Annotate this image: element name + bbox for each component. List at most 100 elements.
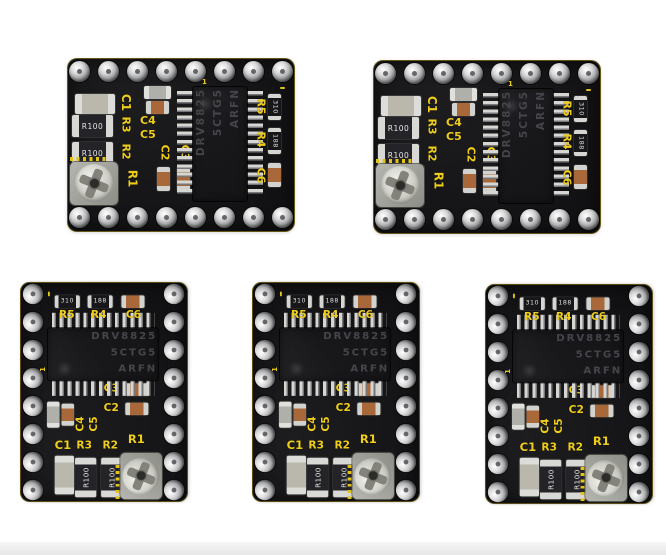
capacitor-silver	[144, 86, 171, 99]
resistor-value-text: R100	[81, 148, 104, 158]
header-pin	[163, 283, 185, 304]
header-pin	[491, 209, 512, 230]
header-pin	[22, 283, 44, 304]
silkscreen-label-r2: R2	[567, 440, 584, 453]
header-pin	[404, 63, 425, 84]
silkscreen-label-c2: C2	[103, 400, 119, 414]
silkscreen-label-r5: R5	[254, 98, 268, 115]
silkscreen-label-c4: C4	[539, 417, 552, 434]
header-pin	[127, 207, 148, 228]
chip-marking-text: 310	[292, 296, 307, 305]
silkscreen-label-c1: C1	[286, 437, 304, 452]
potentiometer-scale-ticks	[580, 465, 585, 501]
ic-leads-left	[283, 379, 387, 396]
silkscreen-tiny-mark: 1	[202, 78, 207, 86]
resistor-r3: R100	[307, 457, 329, 497]
header-pin-row-bottom	[628, 283, 650, 503]
driver-board: C1 R100 R3 R100 R2 R1 C4 C5 C2 C3	[19, 281, 189, 502]
silkscreen-tiny-mark: 1	[508, 80, 513, 88]
header-pin	[520, 209, 541, 230]
header-pin	[185, 207, 206, 228]
chip-resistor-310: 310	[286, 294, 312, 308]
header-pin	[395, 479, 417, 500]
header-pin	[243, 61, 264, 82]
header-pin	[214, 61, 235, 82]
chip-resistor-310: 310	[54, 294, 80, 308]
silkscreen-label-r5: R5	[524, 309, 540, 323]
resistor-value-text: R100	[81, 466, 90, 488]
header-pin	[487, 285, 509, 306]
ic-marking-line2: 5CTG5	[212, 88, 224, 137]
silkscreen-label-r3: R3	[308, 438, 324, 451]
header-pin	[487, 397, 509, 418]
driver-module-bottom-center: C1 R100 R3 R100 R2 R1 C4 C5 C2 C3	[251, 281, 421, 502]
capacitor-c2	[463, 169, 476, 193]
silkscreen-label-r1: R1	[592, 433, 610, 448]
silkscreen-label-r2: R2	[425, 145, 439, 162]
header-pin	[628, 425, 650, 446]
header-pin	[69, 61, 90, 82]
ic-logo-glint	[503, 98, 519, 114]
silkscreen-label-r3: R3	[76, 438, 92, 451]
ic-marking-line1: DRV8825	[91, 329, 158, 342]
potentiometer-rotor	[354, 457, 392, 494]
silkscreen-label-c2: C2	[464, 146, 478, 163]
silkscreen-label-r1: R1	[431, 171, 446, 190]
capacitor-silver	[450, 88, 477, 101]
driver-board: C1 R100 R3 R100 R2 R1 C4 C5 C2 C3	[251, 281, 421, 502]
capacitor-silver	[512, 403, 525, 430]
header-pin	[395, 283, 417, 304]
potentiometer-rotor	[587, 459, 625, 496]
ic-leads-right	[247, 91, 263, 197]
silkscreen-label-r3: R3	[425, 118, 439, 135]
header-pin	[433, 63, 454, 84]
silkscreen-tiny-mark: 1	[271, 366, 280, 372]
header-pin-row-top	[487, 283, 509, 503]
silkscreen-label-r1: R1	[127, 431, 145, 446]
capacitor-c4	[452, 103, 475, 116]
header-pin	[163, 311, 185, 332]
header-pin	[254, 395, 276, 416]
silkscreen-label-r1: R1	[125, 169, 140, 188]
header-pin-row-bottom	[373, 209, 601, 230]
header-pin	[628, 341, 650, 362]
background-floor-band	[0, 542, 666, 555]
chip-marking-text: 310	[60, 296, 75, 305]
header-pin	[628, 313, 650, 334]
capacitor-c1	[75, 94, 115, 114]
rotor-center-hole	[368, 471, 378, 480]
silkscreen-tiny-mark: 1	[504, 368, 513, 374]
silkscreen-label-c5: C5	[319, 415, 333, 432]
header-pin	[254, 311, 276, 332]
header-pin	[98, 61, 119, 82]
chip-resistor-310: 310	[574, 96, 587, 122]
driver-board: C1 R100 R3 R100 R2 R1 C4 C5 C2 C3	[67, 58, 295, 232]
current-adjust-potentiometer	[120, 452, 162, 499]
header-pin	[254, 423, 276, 444]
header-pin	[395, 339, 417, 360]
silkscreen-label-r2: R2	[334, 438, 351, 451]
silkscreen-label-c1: C1	[519, 439, 537, 454]
chip-resistor-188: 188	[574, 130, 587, 156]
driver-board: C1 R100 R3 R100 R2 R1 C4 C5 C2 C3	[484, 283, 654, 504]
resistor-value-text: R100	[387, 150, 410, 160]
silkscreen-label-c4: C4	[446, 116, 462, 129]
capacitor-c4	[526, 405, 540, 428]
silkscreen-label-r4: R4	[254, 131, 268, 148]
ic-leads-left	[483, 93, 499, 199]
capacitor-c1	[381, 96, 421, 116]
resistor-r3: R100	[75, 457, 97, 497]
ic-leads-left	[51, 379, 155, 396]
header-pin	[549, 63, 570, 84]
silkscreen-label-c2: C2	[568, 402, 584, 416]
header-pin-row-top	[254, 281, 276, 501]
silkscreen-label-c4: C4	[140, 114, 156, 127]
chip-marking-text: 188	[558, 298, 572, 307]
ic-marking-line2: 5CTG5	[575, 348, 623, 360]
chip-marking-text: 188	[325, 296, 339, 305]
silkscreen-label-r5: R5	[560, 100, 574, 117]
silkscreen-label-c6: C6	[357, 308, 374, 321]
chip-marking-text: 188	[271, 134, 279, 148]
header-pin	[395, 423, 417, 444]
ic-marking-line3: ARFN	[535, 90, 547, 131]
